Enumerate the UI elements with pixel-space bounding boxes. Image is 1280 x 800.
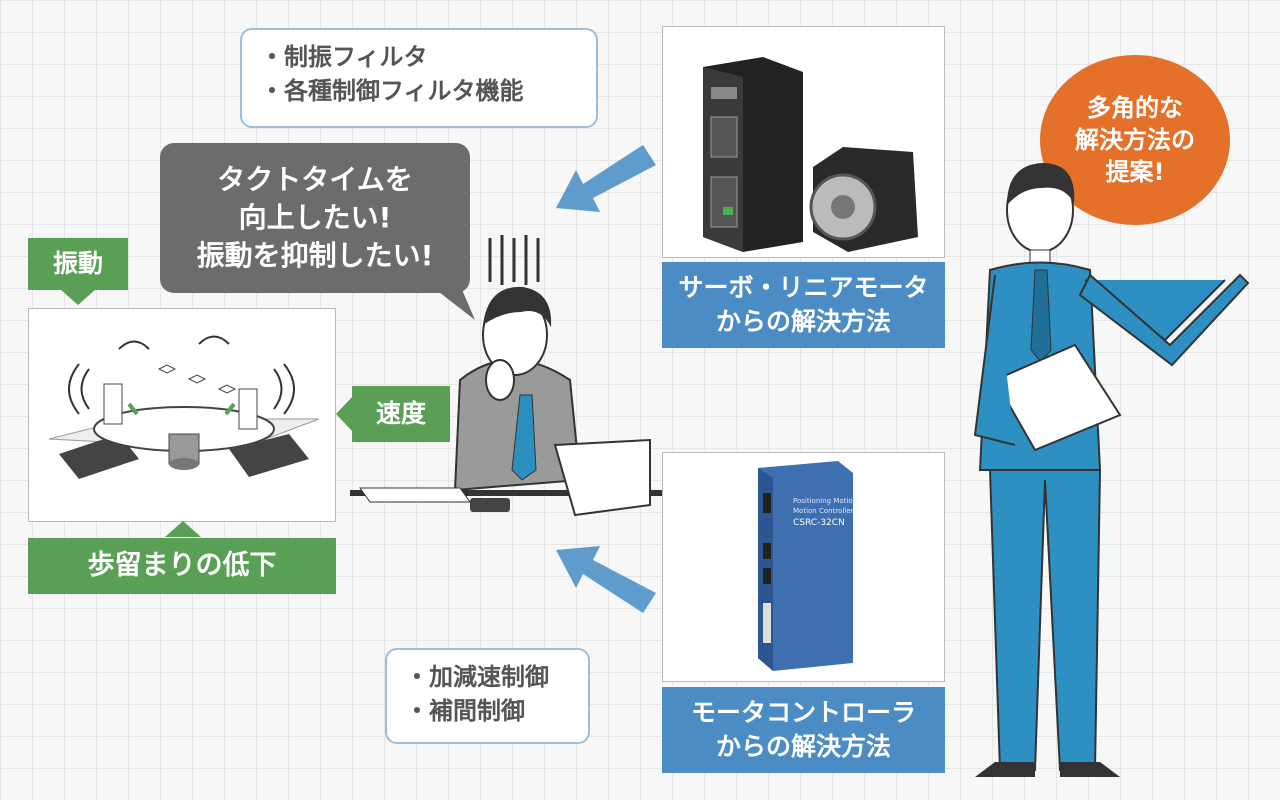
rotary-table-illustration xyxy=(48,335,320,479)
speech-bubble: タクトタイムを 向上したい! 振動を抑制したい! xyxy=(160,143,470,293)
speed-label: 速度 xyxy=(352,386,450,442)
note-item: ・各種制御フィルタ機能 xyxy=(260,77,524,105)
yield-label-tail xyxy=(165,521,201,537)
speed-label-tail xyxy=(336,396,353,432)
arrow-from-controller xyxy=(556,546,656,613)
bubble-tail xyxy=(430,285,475,320)
controller-device-text: Motion Controller xyxy=(793,507,854,515)
bubble-line: 向上したい! xyxy=(238,201,392,234)
controller-model-text: CSRC-32CN xyxy=(793,518,845,528)
worried-businessman-illustration xyxy=(350,235,670,517)
bubble-line: 振動を抑制したい! xyxy=(196,239,434,272)
control-features-note: ・加減速制御 ・補間制御 xyxy=(385,648,590,744)
note-item: ・補間制御 xyxy=(405,697,525,725)
controller-caption-line: からの解決方法 xyxy=(715,732,891,761)
proposal-line: 解決方法の xyxy=(1075,126,1195,154)
servo-product-image-panel xyxy=(662,26,945,258)
note-item: ・制振フィルタ xyxy=(260,43,428,71)
proposal-badge: 多角的な 解決方法の 提案! xyxy=(1040,55,1230,225)
servo-solution-caption: サーボ・リニアモータ からの解決方法 xyxy=(662,262,945,348)
servo-caption-line: サーボ・リニアモータ xyxy=(678,273,929,302)
controller-product-image-panel: Positioning Motion Motion Controller CSR… xyxy=(662,452,945,682)
filter-features-note: ・制振フィルタ ・各種制御フィルタ機能 xyxy=(240,28,598,128)
motor-controller-image: Positioning Motion Motion Controller CSR… xyxy=(758,461,857,671)
vibration-illustration-panel xyxy=(28,308,336,522)
proposal-line: 多角的な xyxy=(1087,94,1183,122)
vibration-label: 振動 xyxy=(28,238,128,290)
servo-caption-line: からの解決方法 xyxy=(715,307,891,336)
vibration-label-tail xyxy=(60,289,96,305)
proposal-line: 提案! xyxy=(1105,158,1165,186)
bubble-line: タクトタイムを xyxy=(217,163,413,196)
servo-amplifier-and-motor-image xyxy=(703,57,918,252)
note-item: ・加減速制御 xyxy=(405,663,549,691)
controller-device-text: Positioning Motion xyxy=(793,497,857,505)
yield-drop-label: 歩留まりの低下 xyxy=(28,538,336,594)
arrow-from-servo xyxy=(556,145,656,212)
controller-solution-caption: モータコントローラ からの解決方法 xyxy=(662,687,945,773)
presenting-businessman-illustration xyxy=(973,163,1250,777)
controller-caption-line: モータコントローラ xyxy=(690,698,916,727)
